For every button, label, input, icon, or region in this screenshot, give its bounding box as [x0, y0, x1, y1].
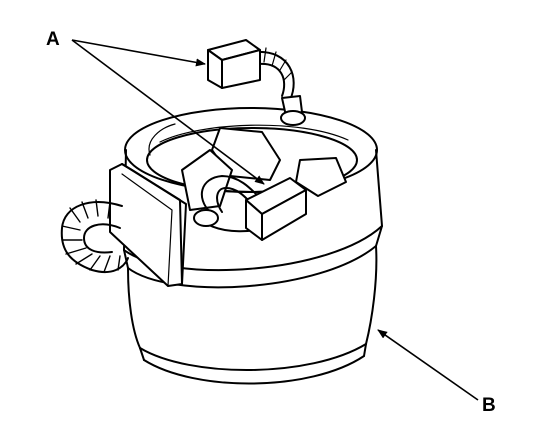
leader-b — [377, 329, 479, 401]
callout-label-b: B — [482, 395, 496, 416]
leader-a-lower — [71, 39, 265, 185]
internal-components — [181, 127, 347, 233]
side-hose — [60, 199, 129, 274]
callout-label-a: A — [46, 29, 60, 50]
side-bracket — [109, 163, 187, 287]
lower-connector-assembly — [193, 175, 307, 241]
leader-a-upper — [71, 39, 206, 67]
upper-connector-assembly — [207, 39, 306, 126]
